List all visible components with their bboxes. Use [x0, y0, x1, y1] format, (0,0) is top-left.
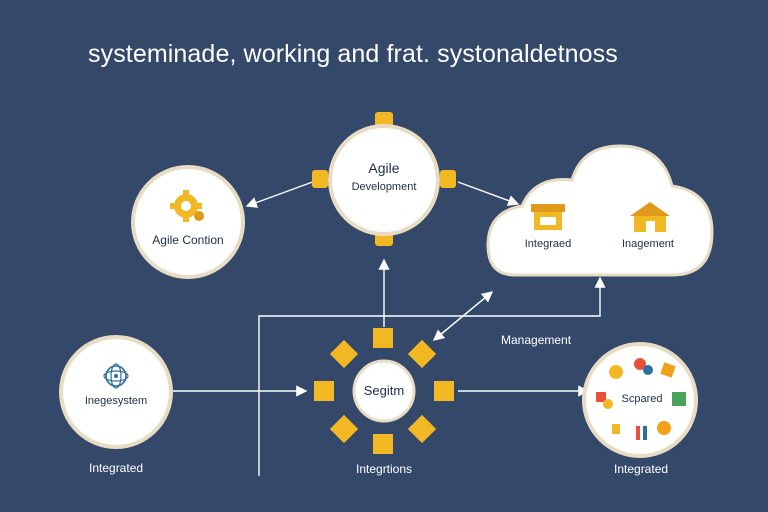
- hub-tile-left: [314, 381, 334, 401]
- agile-development-label-line1: Agile: [368, 160, 400, 176]
- hub-tile-bottom-left: [329, 414, 359, 444]
- hub-tile-bottom: [373, 434, 393, 454]
- scpared-label: Scpared: [621, 393, 663, 405]
- connector-loop-to-cloud: [258, 276, 606, 476]
- agile-development-node: [312, 112, 456, 246]
- house-icon: [630, 202, 670, 232]
- bottom-left-caption: Integrated: [89, 461, 144, 475]
- atom-icon: [103, 363, 129, 389]
- image-system-node: [59, 335, 173, 449]
- hub-tile-top-left: [329, 339, 359, 369]
- management-caption: Management: [501, 333, 572, 347]
- agile-contion-node: [131, 165, 245, 279]
- segitm-hub: [314, 328, 454, 454]
- arrow-agile-to-contion: [245, 179, 319, 208]
- colorful-icons-cluster: [596, 358, 686, 440]
- hub-tile-top-right: [407, 339, 437, 369]
- node-connector-top: [375, 112, 393, 128]
- diagram-title: systeminade, working and frat. systonald…: [88, 40, 618, 68]
- cloud-left-label: Integraed: [524, 238, 572, 250]
- building-icon: [531, 204, 565, 230]
- agile-contion-label: Agile Contion: [152, 233, 224, 247]
- hub-tile-right: [434, 381, 454, 401]
- image-system-label: Inegesystem: [84, 395, 148, 407]
- segitm-label: Segitm: [363, 383, 405, 398]
- scpared-node: [582, 342, 698, 458]
- bottom-center-caption: Integrtions: [356, 462, 413, 476]
- cloud-node: [486, 144, 714, 277]
- agile-development-label-line2: Development: [351, 181, 417, 193]
- node-connector-right: [440, 170, 456, 188]
- hub-tile-top: [373, 328, 393, 348]
- cloud-right-label: Inagement: [622, 238, 674, 250]
- bottom-right-caption: Integrated: [614, 462, 669, 476]
- hub-tile-bottom-right: [407, 414, 437, 444]
- arrow-agile-to-cloud: [457, 181, 520, 206]
- node-connector-left: [312, 170, 328, 188]
- gear-icon: [170, 190, 204, 222]
